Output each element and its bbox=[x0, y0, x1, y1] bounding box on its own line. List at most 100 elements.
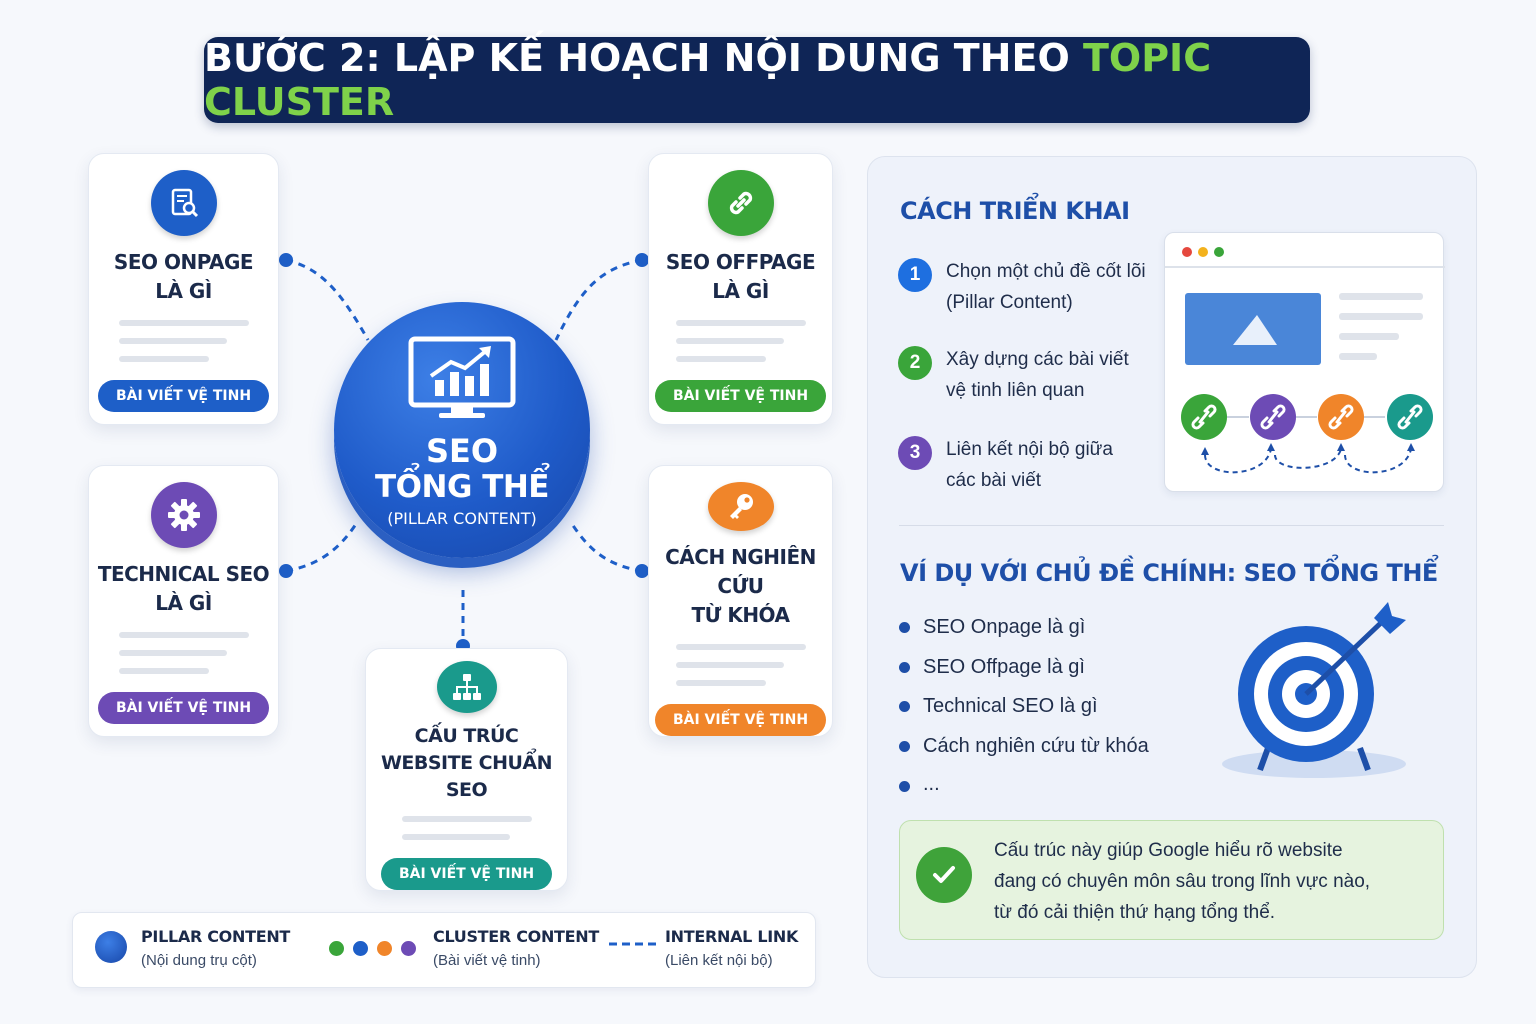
placeholder-lines bbox=[118, 632, 249, 686]
conclusion-line: từ đó cải thiện thứ hạng tổng thể. bbox=[994, 902, 1276, 923]
bullet-dot bbox=[899, 741, 910, 752]
cluster-card-technical-seo: TECHNICAL SEO LÀ GÌ BÀI VIẾT VỆ TINH bbox=[88, 465, 279, 737]
legend-cluster-sub: (Bài viết vệ tinh) bbox=[433, 952, 541, 969]
satellite-badge: BÀI VIẾT VỆ TINH bbox=[97, 692, 270, 724]
connector-dot bbox=[635, 564, 649, 578]
pillar-content-circle: SEO TỔNG THỂ (PILLAR CONTENT) bbox=[334, 302, 590, 558]
legend-link: INTERNAL LINK (Liên kết nội bộ) bbox=[665, 927, 798, 969]
pillar-title-line1: SEO bbox=[425, 432, 499, 470]
link-icon bbox=[707, 170, 774, 236]
step-1-line1: Chọn một chủ đề cốt lõi bbox=[946, 261, 1146, 282]
legend-cluster-title: CLUSTER CONTENT bbox=[433, 927, 600, 946]
legend-pillar-title: PILLAR CONTENT bbox=[141, 927, 291, 946]
target-icon bbox=[1222, 602, 1406, 778]
bullet-dot bbox=[899, 662, 910, 673]
conclusion-line: Cấu trúc này giúp Google hiểu rõ website bbox=[994, 840, 1343, 861]
step-number-2: 2 bbox=[898, 346, 932, 380]
page-title: BƯỚC 2: LẬP KẾ HOẠCH NỘI DUNG THEO TOPIC… bbox=[204, 36, 1310, 124]
connector-dot bbox=[279, 564, 293, 578]
satellite-badge: BÀI VIẾT VỆ TINH bbox=[654, 380, 827, 412]
pillar-subtitle: (PILLAR CONTENT) bbox=[387, 509, 537, 528]
cluster-card-keyword-research: CÁCH NGHIÊN CỨU TỪ KHÓA BÀI VIẾT VỆ TINH bbox=[648, 465, 833, 737]
connector-dot bbox=[279, 253, 293, 267]
example-item: ... bbox=[923, 773, 940, 795]
bullet-dot bbox=[899, 701, 910, 712]
satellite-badge: BÀI VIẾT VỆ TINH bbox=[380, 858, 553, 890]
conclusion-note: Cấu trúc này giúp Google hiểu rõ website… bbox=[899, 820, 1444, 940]
step-text-3: Liên kết nội bộ giữa các bài viết bbox=[946, 434, 1113, 496]
legend: PILLAR CONTENT (Nội dung trụ cột) CLUSTE… bbox=[72, 912, 816, 988]
legend-cluster-dot-green bbox=[329, 941, 344, 956]
cluster-card-title: CÁCH NGHIÊN CỨU TỪ KHÓA bbox=[649, 543, 832, 630]
placeholder-lines bbox=[675, 644, 806, 698]
cluster-title-line2: LÀ GÌ bbox=[155, 279, 212, 303]
connector-dot bbox=[635, 253, 649, 267]
section-title-implementation: CÁCH TRIỂN KHAI bbox=[900, 197, 1130, 225]
sitemap-icon bbox=[436, 661, 497, 713]
bullet-dot bbox=[899, 781, 910, 792]
satellite-badge: BÀI VIẾT VỆ TINH bbox=[654, 704, 827, 736]
check-circle-icon bbox=[916, 847, 972, 903]
key-icon bbox=[707, 482, 774, 531]
cluster-card-title: SEO ONPAGE LÀ GÌ bbox=[113, 248, 254, 306]
legend-dashed-line-icon bbox=[609, 942, 659, 946]
section-title-example: VÍ DỤ VỚI CHỦ ĐỀ CHÍNH: SEO TỔNG THỂ bbox=[900, 559, 1438, 587]
example-item: SEO Offpage là gì bbox=[923, 656, 1085, 678]
legend-pillar-dot bbox=[95, 931, 127, 963]
cluster-title-line2: TỪ KHÓA bbox=[691, 603, 791, 627]
legend-cluster-dot-purple bbox=[401, 941, 416, 956]
cluster-title-line2: LÀ GÌ bbox=[155, 591, 212, 615]
connector-keyword bbox=[570, 523, 643, 573]
legend-cluster-dot-orange bbox=[377, 941, 392, 956]
panel-divider bbox=[899, 525, 1444, 526]
step-text-1: Chọn một chủ đề cốt lõi(Pillar Content) bbox=[946, 256, 1146, 318]
pillar-title-line2: TỔNG THỂ bbox=[375, 469, 549, 505]
placeholder-lines bbox=[675, 320, 806, 374]
step-3-line1: Liên kết nội bộ giữa bbox=[946, 439, 1113, 460]
document-search-icon bbox=[150, 170, 217, 236]
legend-pillar: PILLAR CONTENT (Nội dung trụ cột) bbox=[141, 927, 290, 969]
page-title-banner: BƯỚC 2: LẬP KẾ HOẠCH NỘI DUNG THEO TOPIC… bbox=[204, 36, 1310, 124]
cluster-title-line1: CẤU TRÚC bbox=[414, 725, 519, 747]
cluster-card-title: TECHNICAL SEO LÀ GÌ bbox=[97, 560, 270, 618]
step-text-2: Xây dựng các bài viết vệ tinh liên quan bbox=[946, 344, 1129, 406]
placeholder-lines bbox=[118, 320, 249, 374]
legend-cluster: CLUSTER CONTENT (Bài viết vệ tinh) bbox=[433, 927, 599, 969]
cluster-card-title: CẤU TRÚC WEBSITE CHUẨN SEO bbox=[366, 723, 567, 804]
cluster-title-line1: TECHNICAL SEO bbox=[97, 562, 270, 586]
conclusion-line: đang có chuyên môn sâu trong lĩnh vực nà… bbox=[994, 871, 1371, 892]
connector-onpage bbox=[285, 258, 370, 341]
placeholder-lines bbox=[401, 816, 532, 852]
cluster-title-line1: CÁCH NGHIÊN CỨU bbox=[665, 545, 816, 598]
cluster-title-line1: SEO OFFPAGE bbox=[665, 250, 816, 274]
browser-window-icon bbox=[1165, 247, 1445, 474]
cluster-title-line1: SEO ONPAGE bbox=[113, 250, 254, 274]
bullet-dot bbox=[899, 622, 910, 633]
example-item: Technical SEO là gì bbox=[923, 695, 1098, 717]
step-number-1: 1 bbox=[898, 258, 932, 292]
cluster-title-line2: WEBSITE CHUẨN SEO bbox=[380, 752, 553, 801]
browser-illustration bbox=[1164, 232, 1445, 492]
connector-offpage bbox=[554, 258, 643, 341]
chart-monitor-icon bbox=[407, 336, 517, 425]
cluster-card-website-structure: CẤU TRÚC WEBSITE CHUẨN SEO BÀI VIẾT VỆ TI… bbox=[365, 648, 568, 891]
legend-link-title: INTERNAL LINK bbox=[665, 927, 799, 946]
step-2-line2: vệ tinh liên quan bbox=[946, 380, 1085, 401]
legend-link-sub: (Liên kết nội bộ) bbox=[665, 952, 773, 969]
legend-pillar-sub: (Nội dung trụ cột) bbox=[141, 952, 257, 969]
legend-cluster-dot-blue bbox=[353, 941, 368, 956]
step-3-line2: các bài viết bbox=[946, 470, 1042, 491]
example-item: Cách nghiên cứu từ khóa bbox=[923, 735, 1149, 757]
cluster-card-seo-onpage: SEO ONPAGE LÀ GÌ BÀI VIẾT VỆ TINH bbox=[88, 153, 279, 425]
step-number-3: 3 bbox=[898, 436, 932, 470]
connector-technical bbox=[285, 523, 358, 573]
step-2-line1: Xây dựng các bài viết bbox=[946, 349, 1129, 370]
satellite-badge: BÀI VIẾT VỆ TINH bbox=[97, 380, 270, 412]
example-item: SEO Onpage là gì bbox=[923, 616, 1086, 638]
gear-icon bbox=[150, 482, 217, 548]
conclusion-text: Cấu trúc này giúp Google hiểu rõ website… bbox=[994, 835, 1370, 928]
page-title-main: BƯỚC 2: LẬP KẾ HOẠCH NỘI DUNG THEO bbox=[204, 36, 1083, 80]
page-title-highlight: TOPIC CLUSTER bbox=[204, 36, 1212, 124]
